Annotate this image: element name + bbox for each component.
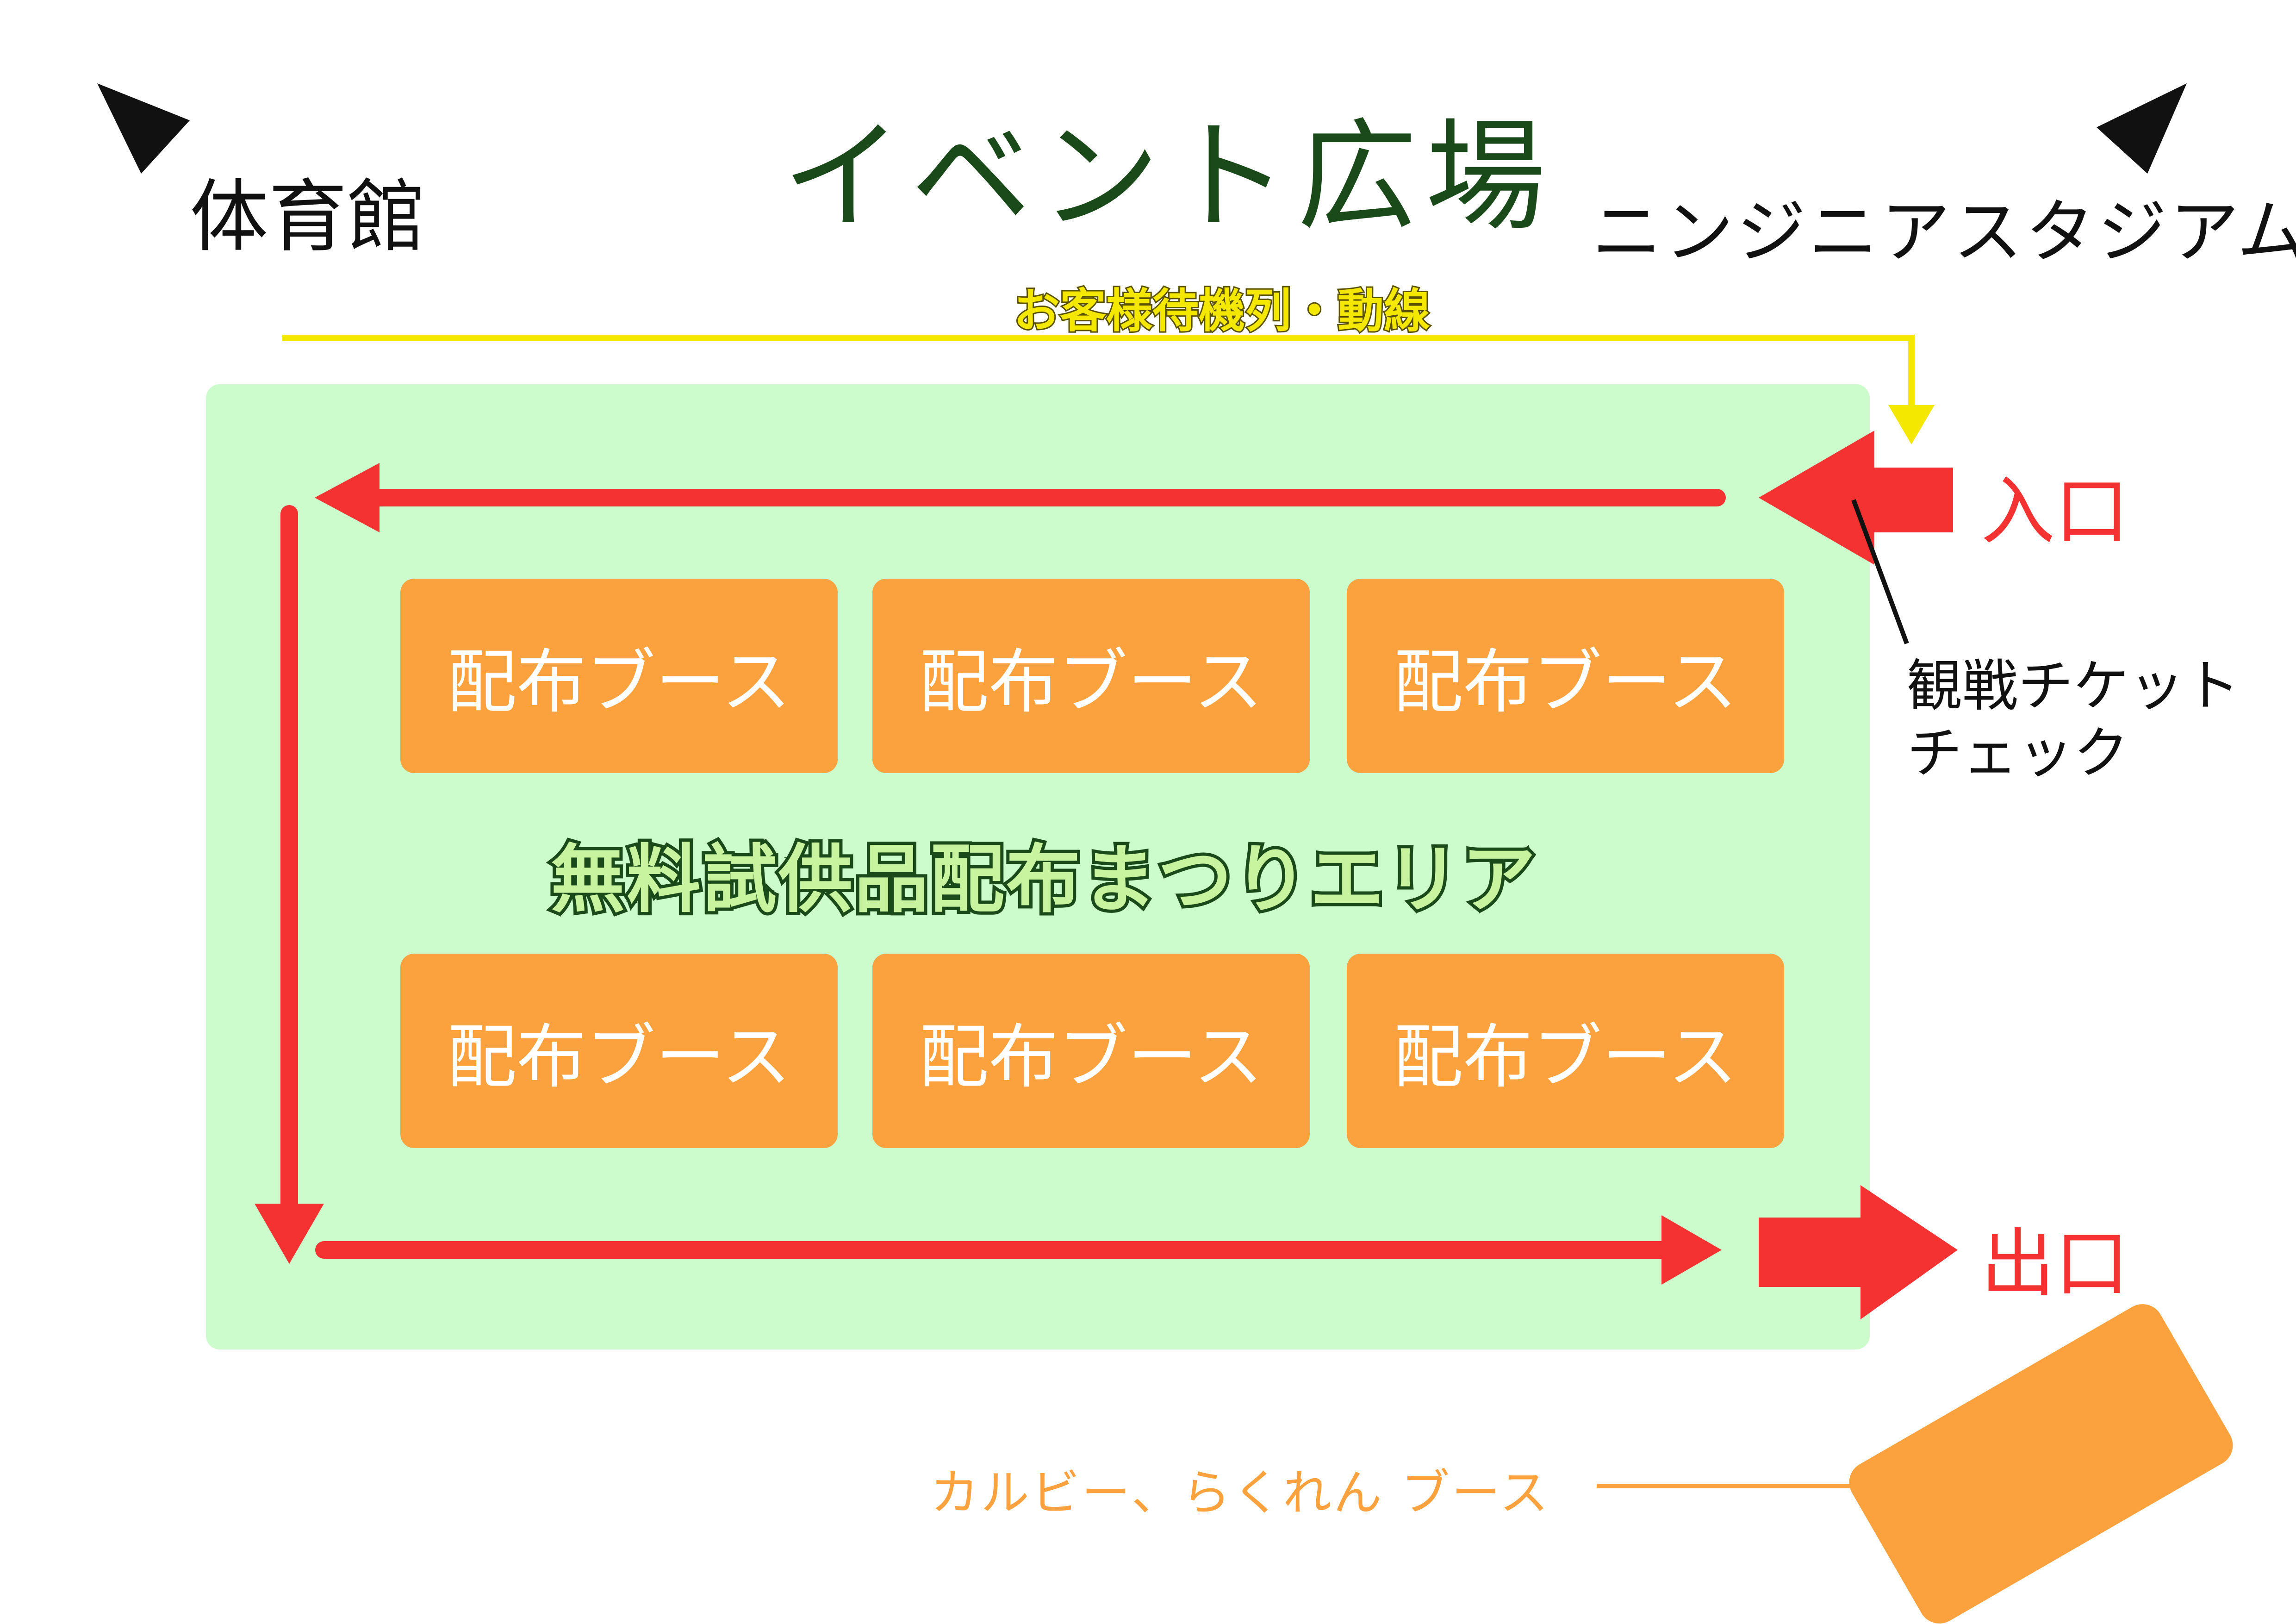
flow-top-arrowhead — [315, 463, 380, 532]
booth-2: 配布ブース — [872, 579, 1310, 773]
side-booth-label: カルビー、らくれん ブース — [930, 1465, 1550, 1521]
exit-label: 出口 — [1981, 1220, 2129, 1307]
ticket-check-leader — [1851, 499, 1909, 644]
stadium-label: ニンジニアスタジアム — [1592, 192, 2296, 273]
sampling-area — [206, 384, 1870, 1349]
side-booth — [1849, 1304, 2233, 1624]
queue-line — [282, 335, 1915, 407]
entrance-arrow — [1759, 431, 1953, 565]
flow-left-arrowhead — [255, 1204, 324, 1264]
gym-direction-marker — [97, 83, 190, 174]
flow-bottom-arrowhead — [1661, 1215, 1722, 1285]
ticket-check-line1: 観戦チケット — [1907, 654, 2240, 718]
ticket-check-line2: チェック — [1907, 721, 2129, 786]
booth-3: 配布ブース — [1347, 579, 1784, 773]
ticket-check-label: 観戦チケット チェック — [1907, 653, 2240, 787]
booth-1: 配布ブース — [400, 579, 838, 773]
exit-arrow — [1759, 1185, 1958, 1319]
booth-6: 配布ブース — [1347, 954, 1784, 1148]
area-label: 無料試供品配布まつりエリア — [548, 833, 1539, 926]
queue-arrowhead — [1888, 405, 1935, 444]
stadium-direction-marker — [2097, 83, 2187, 174]
booth-5: 配布ブース — [872, 954, 1310, 1148]
booth-4: 配布ブース — [400, 954, 838, 1148]
queue-label: お客様待機列・動線 — [1012, 282, 1431, 339]
entrance-label: 入口 — [1981, 468, 2129, 555]
page-title: イベント広場 — [782, 107, 1554, 247]
gym-label: 体育館 — [190, 171, 426, 263]
